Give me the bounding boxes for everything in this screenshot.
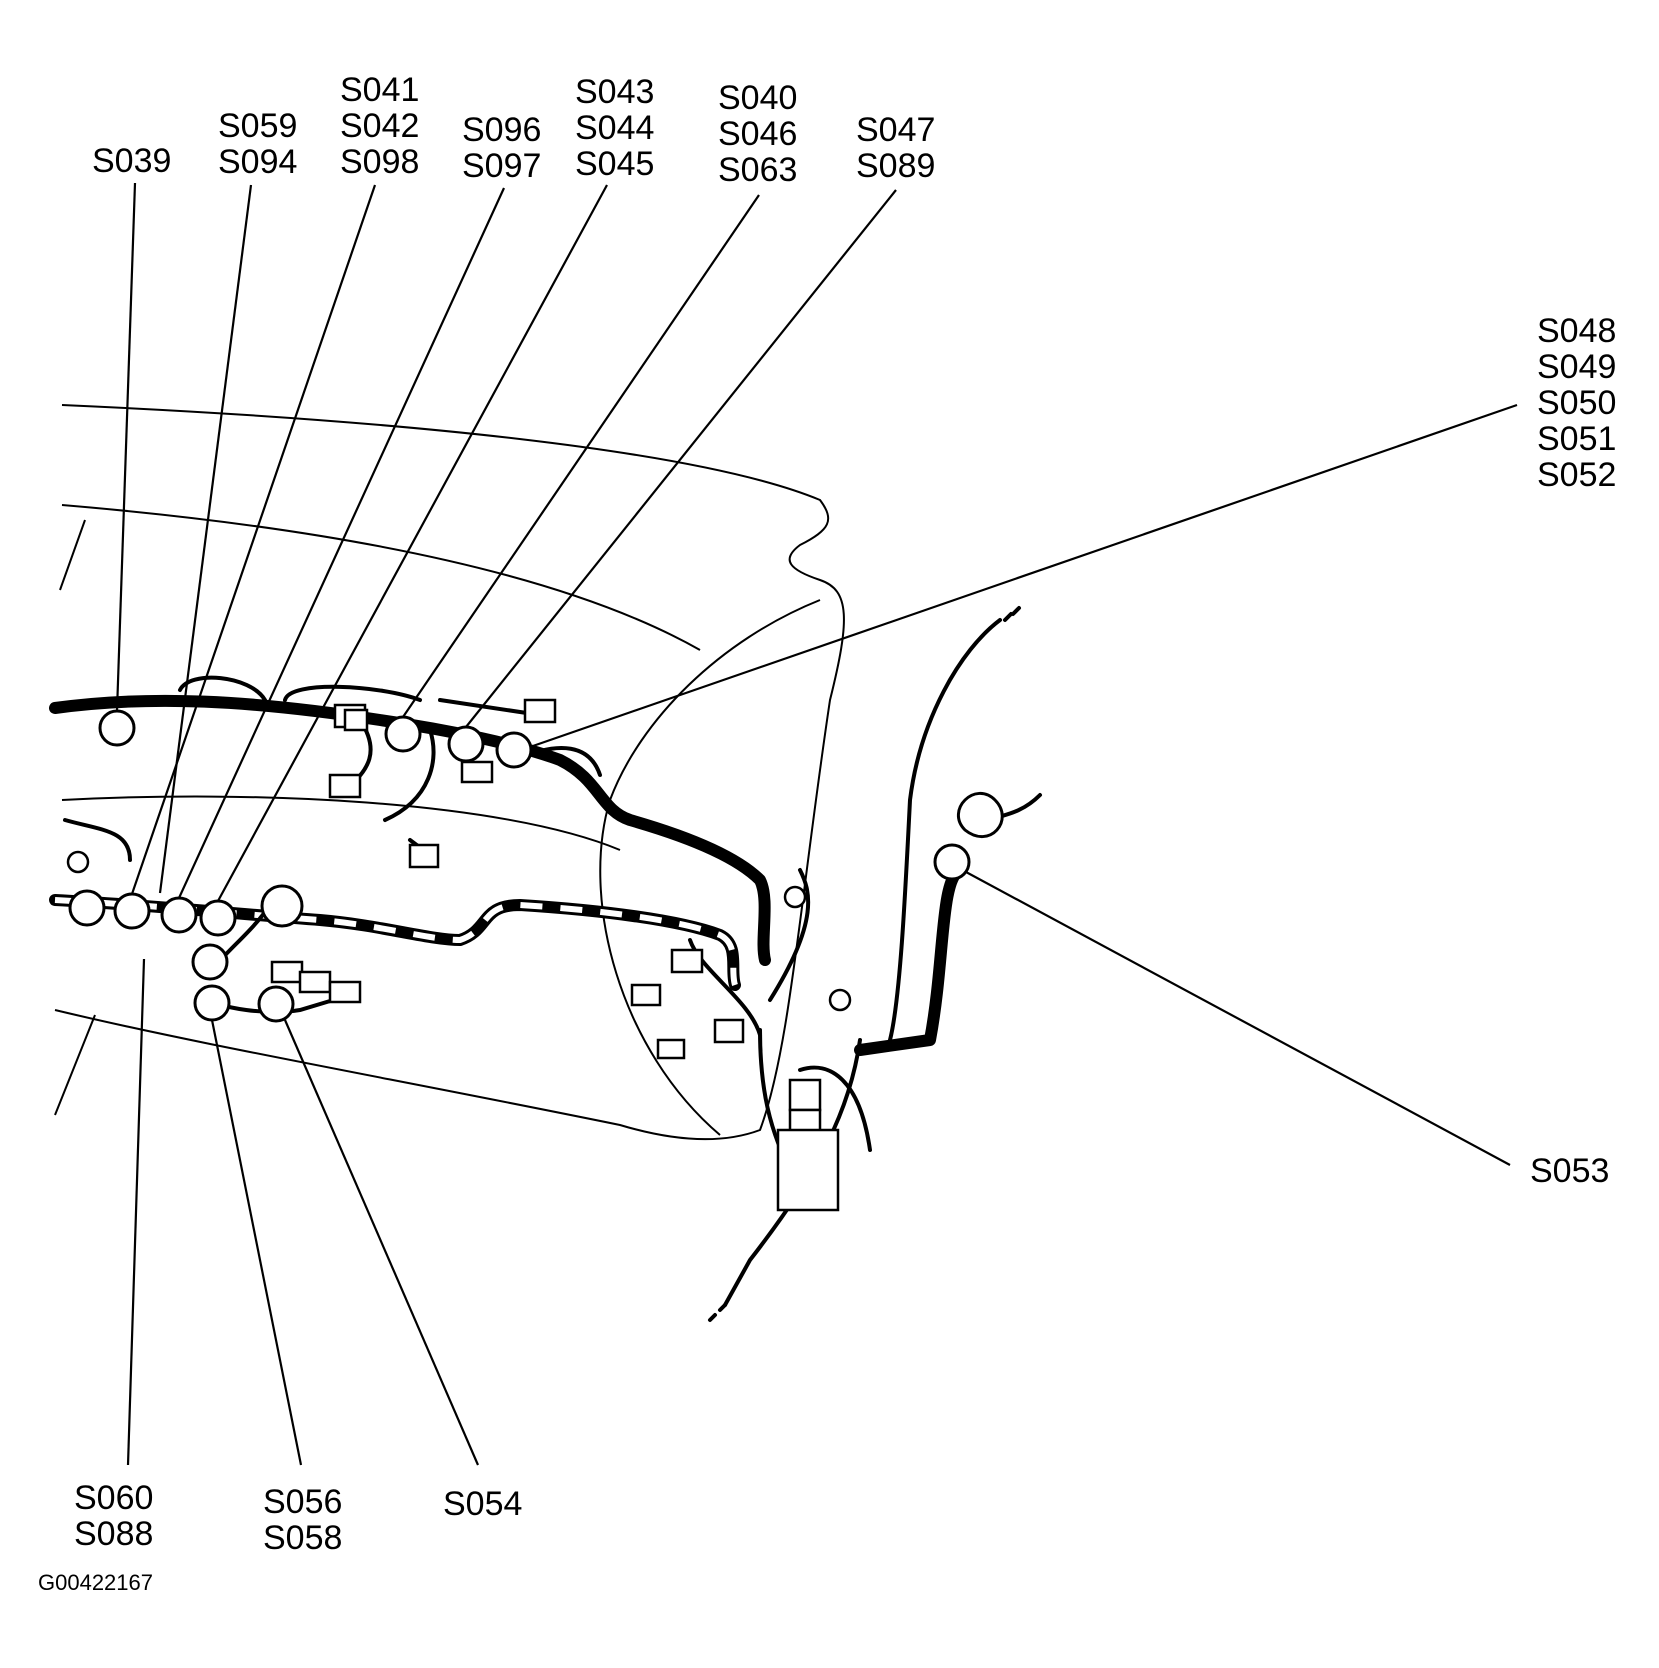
connectors: [66, 698, 852, 1212]
label-s043-s044-s045: S043 S044 S045: [575, 73, 655, 183]
label-s039: S039: [92, 142, 172, 180]
harness-stubs: [708, 606, 1021, 1322]
label-s048-s052: S048 S049 S050 S051 S052: [1537, 312, 1617, 494]
splice-s043b: [199, 899, 237, 937]
splice-s059: [68, 889, 106, 927]
label-s047-s089: S047 S089: [856, 111, 936, 185]
right-harness: [688, 618, 1042, 1307]
splice-s053: [933, 843, 971, 881]
label-s096-s097: S096 S097: [462, 111, 542, 185]
label-s053: S053: [1530, 1152, 1610, 1190]
label-s054: S054: [443, 1485, 523, 1523]
splice-s054: [257, 985, 295, 1023]
splice-ring: [260, 884, 304, 928]
figure-id: G00422167: [38, 1570, 153, 1595]
splice-s040: [447, 725, 485, 763]
splice-s041: [113, 892, 151, 930]
splice-s039: [98, 709, 136, 747]
splice-s056: [193, 984, 231, 1022]
splice-s043: [384, 715, 422, 753]
label-s041-s042-s098: S041 S042 S098: [340, 71, 420, 181]
splice-s096: [160, 896, 198, 934]
label-s056-s058: S056 S058: [263, 1483, 343, 1557]
label-s060-s088: S060 S088: [74, 1479, 154, 1553]
splice-s060: [191, 943, 229, 981]
label-s040-s046-s063: S040 S046 S063: [718, 79, 798, 189]
label-s059-s094: S059 S094: [218, 107, 298, 181]
splice-s047: [495, 731, 533, 769]
lower-harness: [49, 818, 741, 1014]
leader-lines: [115, 182, 1518, 1466]
splice-points: [68, 709, 971, 1023]
